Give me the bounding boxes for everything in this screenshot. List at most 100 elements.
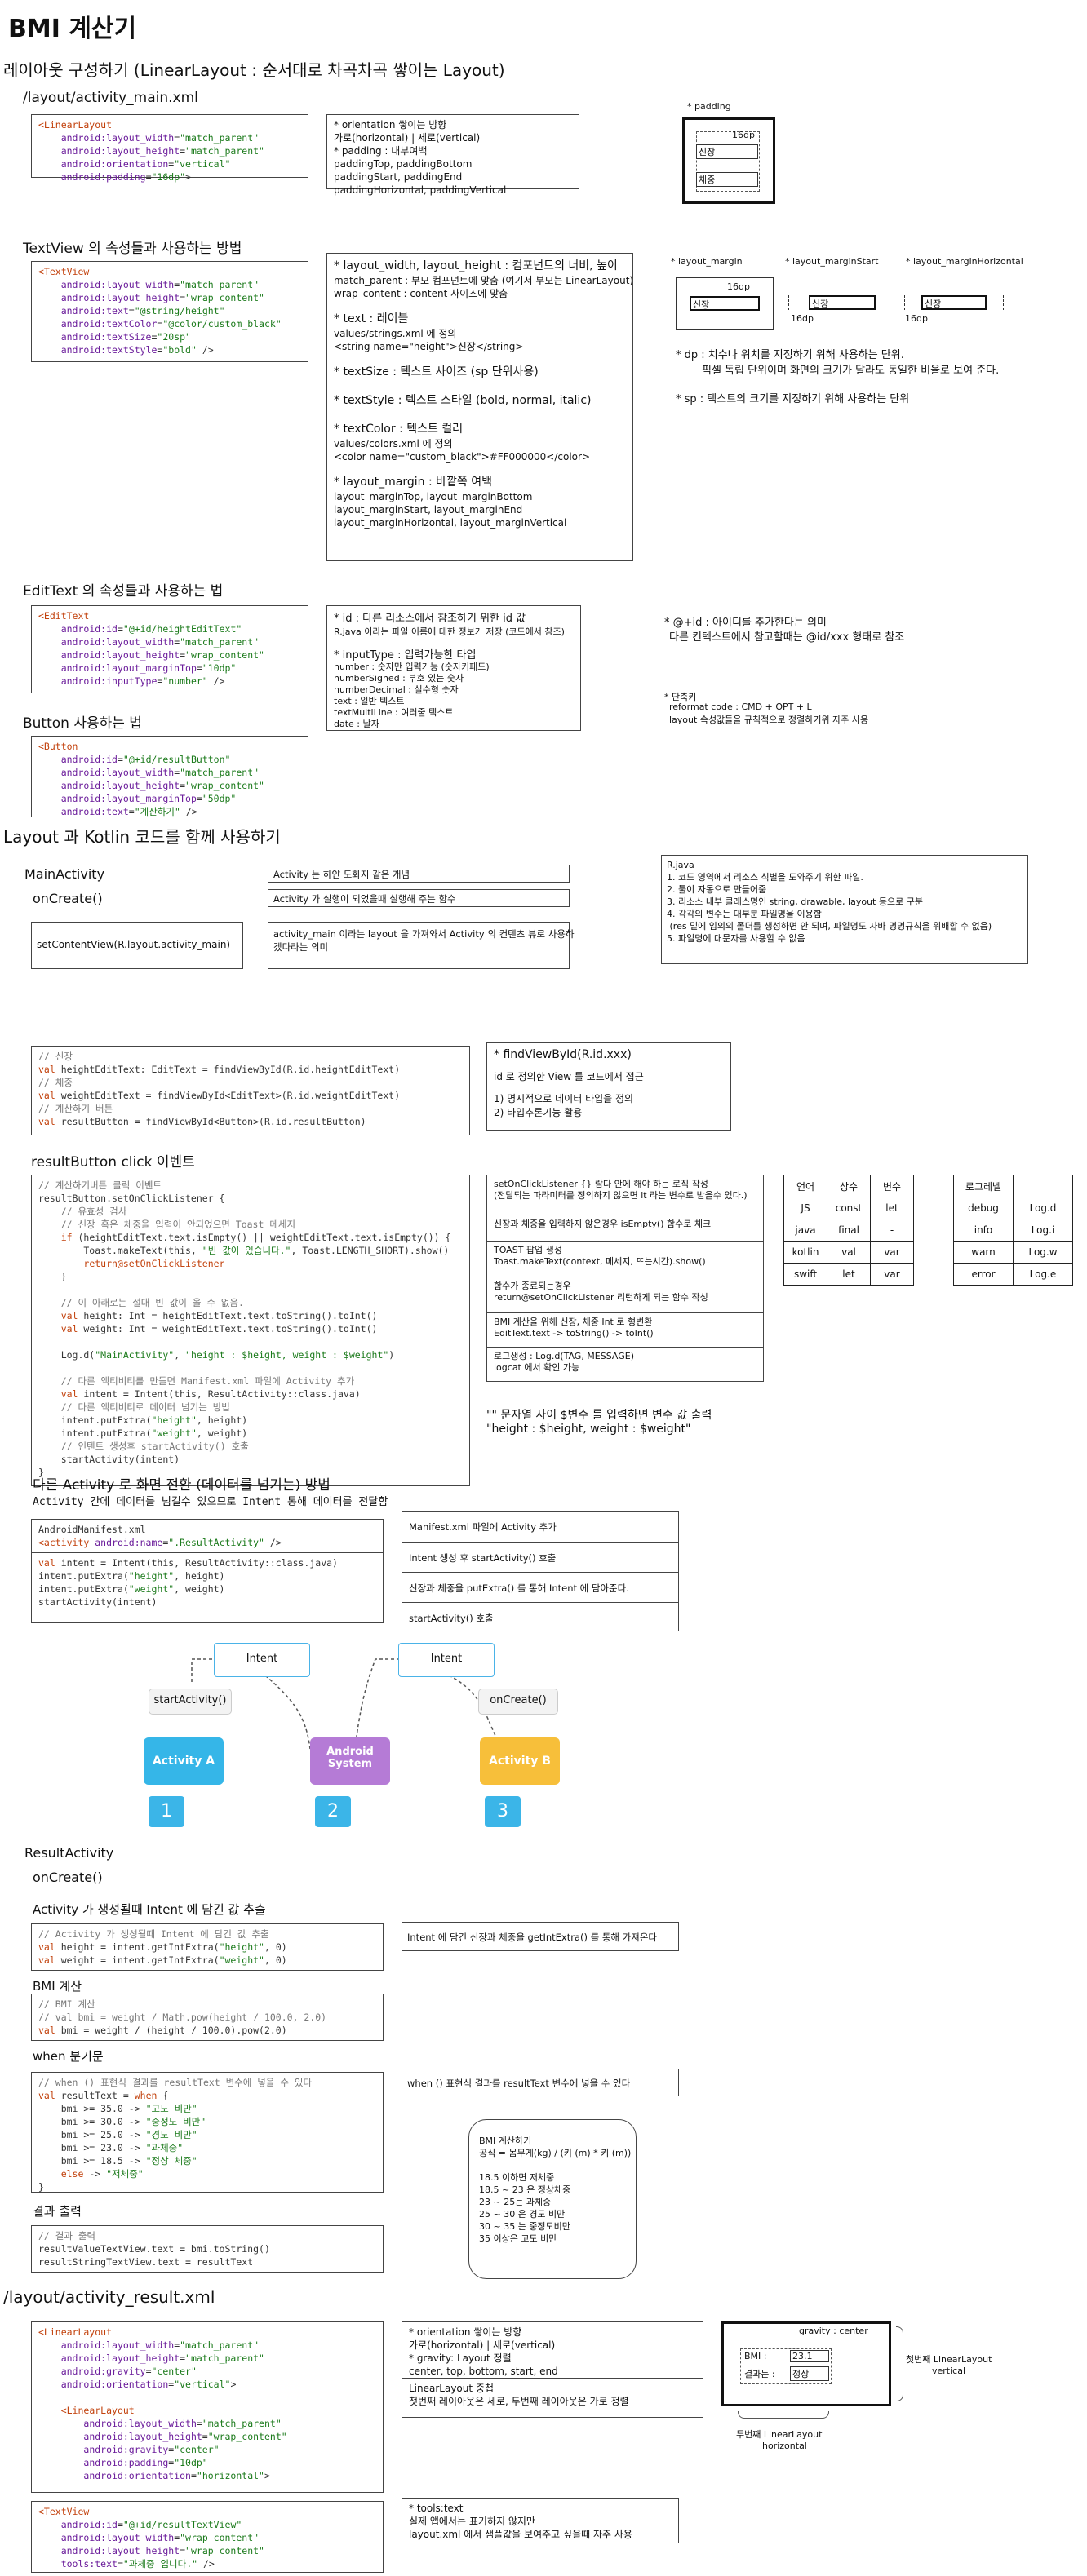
click-heading: resultButton click 이벤트: [31, 1154, 195, 1171]
table-cell: java: [783, 1219, 827, 1242]
intent-node-2: Intent: [398, 1643, 495, 1677]
set-content-note: activity_main 이라는 layout 을 가져와서 Activity…: [268, 922, 575, 969]
click-note-row: setOnClickListener {} 람다 안에 해야 하는 로직 작성 …: [494, 1179, 748, 1201]
table-cell: debug: [953, 1197, 1014, 1219]
dollar-note-2: "height : $height, weight : $weight": [486, 1423, 691, 1436]
margin-start-item: 신장: [809, 295, 876, 310]
intent-subheading: Activity 간에 데이터를 넘길수 있으므로 Intent 통해 데이터를…: [33, 1496, 388, 1508]
find-note-l1: id 로 정의한 View 를 코드에서 접근: [494, 1071, 644, 1082]
margin-diagram: 16dp 신장: [676, 277, 774, 330]
table-cell: warn: [953, 1241, 1014, 1264]
second-layout-brace: [738, 2411, 829, 2419]
click-note-row: 신장과 체중을 입력하지 않은경우 isEmpty() 함수로 체크: [487, 1215, 763, 1241]
section-kotlin-heading: Layout 과 Kotlin 코드를 함께 사용하기: [3, 827, 281, 847]
page-title: BMI 계산기: [8, 15, 137, 43]
activity-note: Activity 는 하얀 도화지 같은 개념: [268, 865, 570, 883]
tv-note-p1-lines: match_parent : 부모 컴포넌트에 맞춤 (여기서 부모는 Line…: [334, 275, 634, 299]
tv-note-p5-lines: values/colors.xml 에 정의 <color name="cust…: [334, 438, 591, 463]
table-cell: 로그레벨: [953, 1175, 1014, 1197]
intent-code: val intent = Intent(this, ResultActivity…: [38, 1557, 338, 1608]
get-intent-code-box: // Activity 가 생성될때 Intent 에 담긴 값 추출 val …: [31, 1923, 384, 1971]
android-system-node: Android System: [310, 1737, 390, 1785]
table-cell: 언어: [783, 1175, 827, 1197]
android-system-line1: Android: [326, 1746, 374, 1758]
dp-note-2: 픽셀 독립 단위이며 화면의 크기가 달라도 동일한 비율로 보여 준다.: [702, 365, 1000, 377]
table-cell: let: [870, 1197, 914, 1219]
margin-item: 신장: [690, 296, 760, 311]
dollar-note-1: "" 문자열 사이 $변수 를 입력하면 변수 값 출력: [486, 1409, 712, 1422]
click-notes: setOnClickListener {} 람다 안에 해야 하는 로직 작성 …: [486, 1175, 764, 1382]
bmi-code-box: // BMI 계산 // val bmi = weight / Math.pow…: [31, 1994, 384, 2041]
table-cell: final: [827, 1219, 871, 1242]
table-cell: const: [827, 1197, 871, 1219]
gravity-inner: BMI : 23.1 결과는 : 정상: [740, 2348, 832, 2384]
table-row: 로그레벨: [953, 1175, 1073, 1197]
padding-item-height: 신장: [696, 144, 758, 159]
main-xml-heading: /layout/activity_main.xml: [23, 90, 198, 106]
code-block: <LinearLayout android:layout_width="matc…: [38, 2326, 287, 2481]
tv-note-p1-title: * layout_width, layout_height : 컴포넌트의 너비…: [334, 259, 618, 272]
bmi-label: BMI :: [744, 2351, 767, 2361]
margin-label: * layout_margin: [671, 256, 743, 267]
et-id-line: R.java 이라는 파일 이름에 대한 정보가 저장 (코드에서 참조): [334, 626, 565, 637]
shortcut-1: * 단축키: [664, 692, 697, 702]
click-note-row: TOAST 팝업 생성 Toast.makeText(context, 메세지,…: [487, 1241, 763, 1277]
code-block: // BMI 계산 // val bmi = weight / Math.pow…: [38, 1998, 327, 2036]
get-intent-note: Intent 에 담긴 신장과 체중을 getIntExtra() 를 통해 가…: [402, 1922, 679, 1951]
margin-start-dp: 16dp: [791, 313, 814, 324]
table-cell: [1013, 1175, 1073, 1197]
tv-note-p6-title: * layout_margin : 바깥쪽 여백: [334, 476, 492, 489]
table-cell: info: [953, 1219, 1014, 1242]
table-cell: JS: [783, 1197, 827, 1219]
set-content-note-lines: activity_main 이라는 layout 을 가져와서 Activity…: [273, 928, 575, 953]
result-value: 정상: [790, 2366, 829, 2381]
shortcut-3: layout 속성값들을 규칙적으로 정렬하기위 자주 사용: [669, 715, 869, 725]
intent-note-row: 신장과 체중을 putExtra() 를 통해 Intent 에 담아준다.: [402, 1572, 678, 1602]
gravity-note: * orientation 쌓이는 방향 가로(horizontal) | 세로…: [402, 2322, 703, 2379]
step-badge-3: 3: [485, 1796, 521, 1827]
dp-note-1: * dp : 치수나 위치를 지정하기 위해 사용하는 단위.: [676, 349, 904, 361]
et-input-lines: number : 숫자만 입력가능 (숫자키패드) numberSigned :…: [334, 662, 490, 729]
first-layout-brace: [896, 2326, 903, 2401]
tv-note-p4-title: * textStyle : 텍스트 스타일 (bold, normal, ita…: [334, 394, 592, 407]
set-content-box: setContentView(R.layout.activity_main): [31, 922, 243, 969]
table-cell: Log.w: [1013, 1241, 1073, 1264]
code-block: // Activity 가 생성될때 Intent 에 담긴 값 추출 val …: [38, 1928, 287, 1966]
tv-note-p2-lines: values/strings.xml 에 정의 <string name="he…: [334, 328, 524, 352]
manifest-code: AndroidManifest.xml <activity android:na…: [32, 1520, 383, 1553]
padding-label: * padding: [687, 101, 731, 112]
tools-note-lines: * tools:text 실제 앱에서는 표기하지 않지만 layout.xml…: [409, 2503, 632, 2540]
code-block: <LinearLayout android:layout_width="matc…: [38, 119, 264, 183]
activity-a-node: Activity A: [144, 1737, 224, 1785]
table-cell: 변수: [870, 1175, 914, 1197]
intent-note-row: Intent 생성 후 startActivity() 호출: [402, 1542, 678, 1572]
code-block: <Button android:id="@+id/resultButton" a…: [38, 741, 264, 817]
bmi-info-box: BMI 계산하기 공식 = 몸무게(kg) / (키 (m) * 키 (m)) …: [468, 2119, 637, 2279]
code-block: <EditText android:id="@+id/heightEditTex…: [38, 610, 264, 687]
find-note-l2: 1) 명시적으로 데이터 타입을 정의: [494, 1093, 634, 1104]
click-note-row: 로그생성 : Log.d(TAG, MESSAGE) logcat 에서 확인 …: [487, 1347, 763, 1383]
activity-b-node: Activity B: [480, 1737, 560, 1785]
oncreate-note: Activity 가 실행이 되었을때 실행해 주는 함수: [268, 889, 570, 907]
et-input-title: * inputType : 입력가능한 타입: [334, 649, 477, 662]
linear-layout-note: * orientation 쌓이는 방향 가로(horizontal) | 세로…: [326, 114, 579, 196]
first-layout-label: 첫번째 LinearLayout: [906, 2354, 992, 2365]
find-code-box: // 신장 val heightEditText: EditText = fin…: [31, 1046, 470, 1135]
button-code-box: <Button android:id="@+id/resultButton" a…: [31, 736, 308, 817]
padding-diagram: 16dp 신장 체중: [682, 117, 775, 204]
tools-note: * tools:text 실제 앱에서는 표기하지 않지만 layout.xml…: [402, 2498, 679, 2543]
find-note-l3: 2) 타입추론기능 활용: [494, 1107, 583, 1118]
button-heading: Button 사용하는 법: [23, 715, 142, 732]
textview-note: * layout_width, layout_height : 컴포넌트의 너비…: [326, 253, 633, 561]
code-block: // 계산하기버튼 클릭 이벤트 resultButton.setOnClick…: [38, 1180, 451, 1478]
gravity-diagram: gravity : center BMI : 23.1 결과는 : 정상: [721, 2321, 891, 2406]
